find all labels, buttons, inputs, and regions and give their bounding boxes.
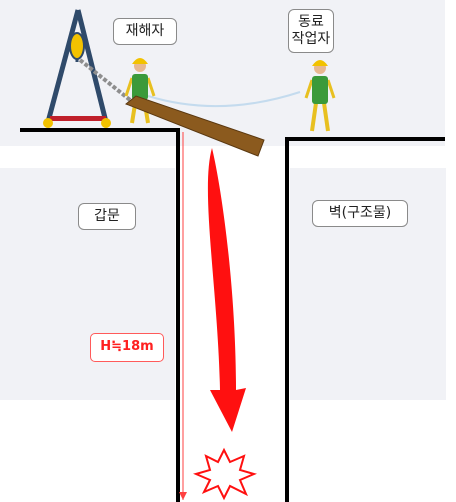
hoist-pulley — [69, 32, 85, 60]
hoist-base-bar — [50, 116, 106, 121]
height-dimension-arrowhead — [179, 492, 187, 500]
right-ground-edge — [285, 137, 445, 502]
gate-label: 갑문 — [78, 203, 136, 230]
safety-rope — [147, 91, 301, 108]
fall-arrow — [207, 148, 246, 432]
hoist-chain — [78, 58, 132, 102]
wall-structure-label: 벽(구조물) — [312, 200, 408, 227]
hoist-wheel-left — [43, 118, 53, 128]
falling-plank — [125, 95, 265, 157]
victim-label: 재해자 — [113, 18, 177, 45]
left-ground-edge — [20, 128, 180, 502]
impact-burst — [193, 447, 257, 501]
hoist-frame — [43, 9, 132, 128]
coworker-figure — [304, 60, 336, 132]
height-label: H≒18m — [90, 333, 164, 362]
hoist-wheel-right — [101, 118, 111, 128]
coworker-label: 동료 작업자 — [288, 9, 334, 53]
